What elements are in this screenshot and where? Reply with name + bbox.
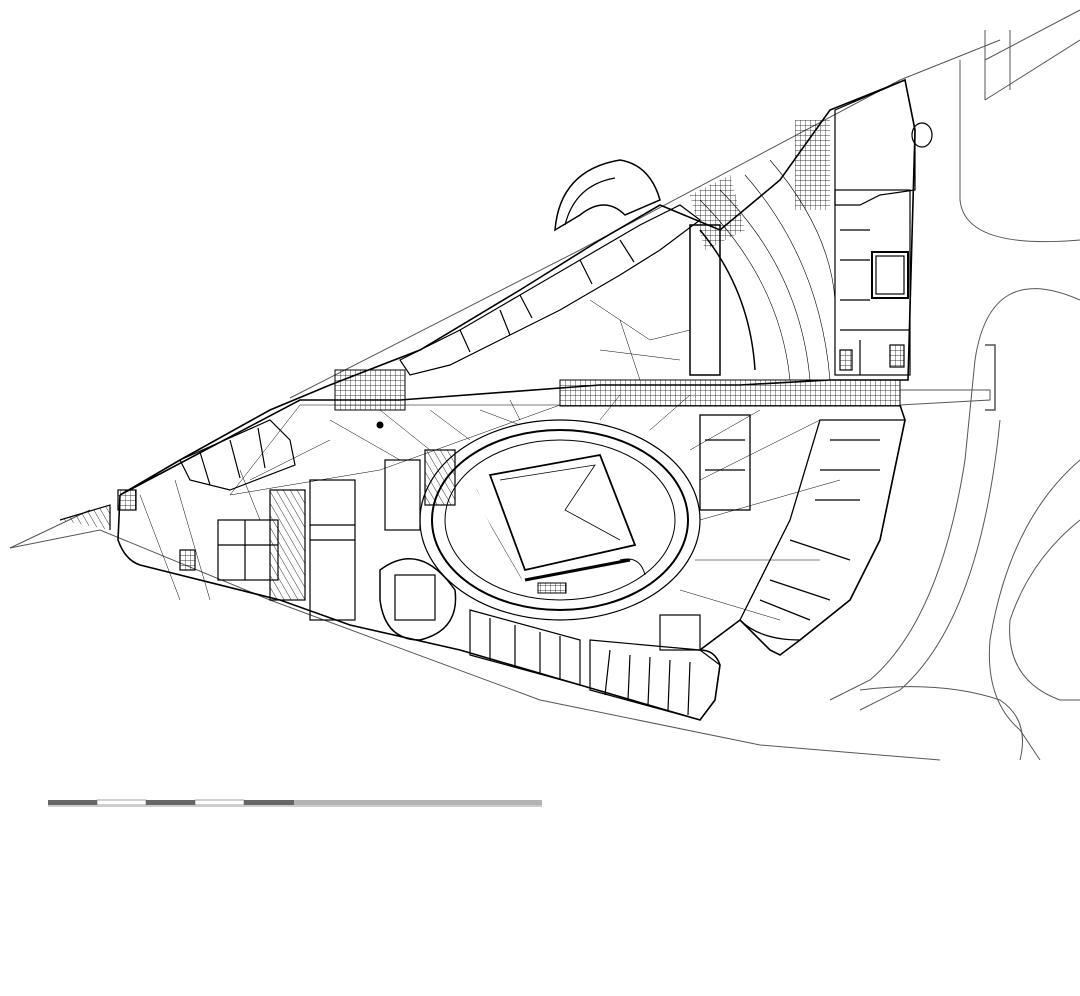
south-boundary-line: [9, 529, 941, 761]
north-semicircle-inner: [564, 177, 616, 226]
scale-bar: [48, 799, 542, 807]
plaza-grid-paving-2: [690, 175, 745, 250]
southwest-round-block: [379, 558, 457, 641]
east-road-outer: [829, 288, 1080, 701]
auditorium-inner-ring: [444, 439, 676, 601]
central-passage: [334, 369, 901, 429]
site-context: [9, 9, 1080, 761]
northeast-round-stair: [911, 122, 933, 148]
auditorium: [419, 419, 701, 621]
east-curb-line: [988, 459, 1080, 761]
courtyard-north-cracks: [589, 299, 691, 381]
northeast-partitions: [840, 229, 910, 375]
west-plaza-lines: [139, 469, 261, 601]
southwest-block: [217, 449, 457, 641]
auditorium-seating-west: [473, 489, 522, 581]
auditorium-stage: [488, 453, 637, 572]
southwest-hall-1: [309, 479, 356, 621]
courtyard-cracks: [249, 409, 521, 481]
east-block: [699, 414, 906, 641]
northeast-core: [834, 189, 911, 376]
southeast-curve: [859, 686, 1023, 761]
northeast-courtyard: [871, 251, 909, 299]
auditorium-seating-south: [524, 558, 631, 582]
west-wing: [59, 419, 296, 601]
northwest-wing-partitions: [459, 239, 635, 353]
east-island-line: [1009, 519, 1080, 701]
north-curved-wall: [699, 229, 756, 371]
southwest-room-1-partitions: [218, 520, 278, 580]
scale-bar-segment-4: [194, 799, 245, 806]
southwest-room-1: [217, 519, 279, 581]
auditorium-stage-lines: [499, 464, 621, 541]
west-passage-paving: [334, 369, 406, 411]
plaza-step-3: [744, 174, 831, 381]
southwest-stair-1: [269, 489, 306, 601]
east-road-inner: [859, 419, 1001, 711]
east-service-room: [699, 414, 751, 511]
northwest-wing-rooms: [399, 204, 701, 376]
scale-bar-segment-2: [96, 799, 147, 806]
west-wing-partitions: [199, 427, 266, 486]
scale-bar-baseline: [48, 805, 542, 807]
scale-bar-segment-6: [294, 800, 542, 805]
southwest-hall-1-partitions: [310, 524, 355, 541]
plaza-step-4: [769, 159, 836, 301]
north-semicircle-pavilion: [554, 159, 661, 232]
southwest-round-block-core: [394, 574, 436, 621]
west-stair: [117, 489, 137, 511]
east-block-partitions: [759, 439, 880, 621]
auditorium-control-room: [537, 582, 567, 594]
courtyard-triangle: [229, 404, 561, 496]
plaza-grid-paving: [795, 120, 830, 210]
radial-lines-north: [509, 394, 691, 431]
south-block-west: [469, 609, 581, 686]
radial-lines: [509, 394, 841, 621]
scale-bar-segment-3: [146, 800, 195, 805]
northeast-stair-2: [889, 344, 905, 368]
west-small-stair: [179, 549, 196, 571]
northeast-curve: [959, 60, 1080, 243]
east-service-partitions: [705, 439, 745, 471]
northeast-road-lines: [984, 9, 1080, 101]
scale-bar-segment-5: [244, 800, 294, 805]
scale-bar-segment-1: [48, 800, 97, 805]
passage-paving: [559, 379, 901, 407]
west-entrance-steps: [59, 504, 111, 530]
south-block-west-partitions: [489, 618, 561, 680]
west-wing-room: [179, 419, 296, 491]
courtyard-paving: [229, 299, 691, 496]
south-block-east-partitions: [604, 649, 691, 716]
auditorium-wall: [431, 429, 689, 611]
northwest-site-line: [289, 39, 1001, 399]
passage-marker: [376, 421, 384, 429]
radial-lines-east: [679, 409, 841, 621]
northeast-entrance-room: [834, 79, 916, 206]
east-curved-block: [739, 419, 906, 641]
northeast-stair: [839, 349, 853, 371]
east-stair: [985, 344, 996, 411]
stepped-plaza: [690, 120, 836, 381]
northeast-block: [834, 79, 933, 376]
southwest-core-stair: [424, 449, 456, 506]
auditorium-south-curve: [619, 558, 646, 576]
east-bridge: [899, 389, 991, 406]
northeast-courtyard-inner: [875, 255, 905, 295]
southwest-core: [384, 459, 421, 531]
south-block: [469, 609, 721, 721]
south-block-stair-room: [659, 614, 701, 651]
